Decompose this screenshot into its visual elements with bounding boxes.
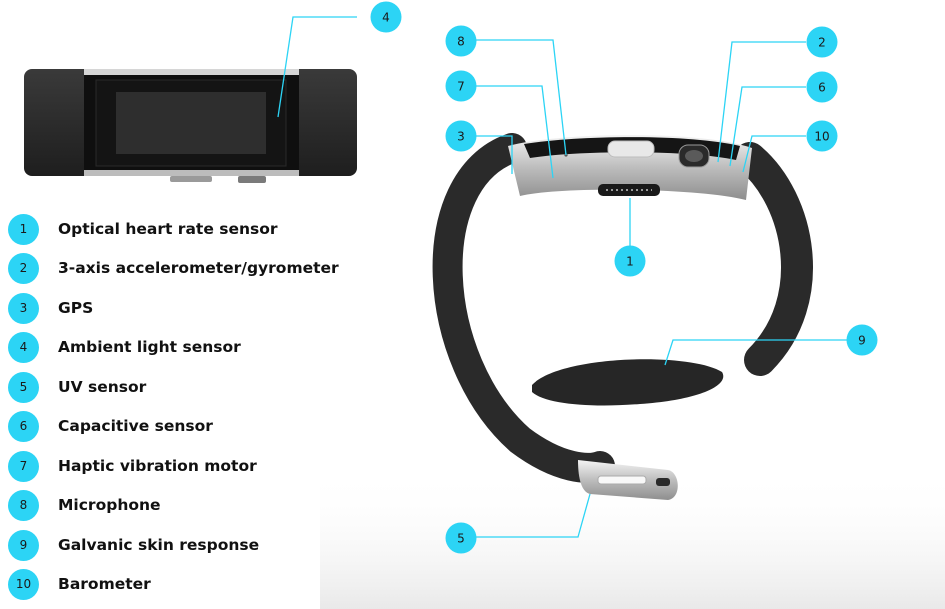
leader-line-5 (476, 493, 591, 538)
leader-lines (277, 16, 847, 538)
leader-line-2 (717, 41, 806, 163)
leader-line-7 (476, 85, 554, 179)
svg-text:1: 1 (626, 255, 634, 269)
callout-7: 7 (445, 70, 477, 102)
leader-line-3 (476, 135, 513, 174)
svg-text:6: 6 (818, 81, 826, 95)
band-top-rim-bottom (84, 170, 299, 176)
band-top-button (170, 176, 212, 182)
power-button-face (685, 150, 703, 162)
leader-line-9 (664, 339, 847, 366)
svg-text:4: 4 (382, 11, 390, 25)
band-top-port (238, 176, 266, 183)
svg-text:5: 5 (457, 532, 465, 546)
leader-line-6 (729, 86, 806, 167)
callout-2: 2 (806, 26, 838, 58)
callout-5: 5 (445, 522, 477, 554)
callout-6: 6 (806, 71, 838, 103)
uv-sensor-slot (597, 475, 647, 485)
band-top-rim (84, 69, 299, 75)
leader-line-4 (277, 16, 357, 118)
clasp-latch (656, 478, 670, 486)
callout-3: 3 (445, 120, 477, 152)
svg-text:3: 3 (457, 130, 465, 144)
callout-4: 4 (370, 1, 402, 33)
leader-line-8 (476, 39, 567, 156)
heart-rate-sensor (598, 184, 660, 196)
callout-9: 9 (846, 324, 878, 356)
band-top-view (24, 69, 357, 183)
svg-text:10: 10 (814, 130, 829, 144)
band-top-screen (116, 92, 266, 154)
svg-text:8: 8 (457, 35, 465, 49)
band-side-view (432, 133, 813, 500)
band-loop-left (432, 133, 615, 483)
band-strap-tongue (532, 359, 724, 406)
svg-text:2: 2 (818, 36, 826, 50)
band-loop-right (734, 142, 813, 376)
leader-line-10 (742, 135, 806, 173)
callout-1: 1 (614, 245, 646, 277)
svg-text:7: 7 (457, 80, 465, 94)
callout-badges: 4 8 7 3 2 6 10 1 (370, 1, 878, 554)
callout-8: 8 (445, 25, 477, 57)
callout-10: 10 (806, 120, 838, 152)
svg-text:9: 9 (858, 334, 866, 348)
action-button (607, 140, 655, 158)
